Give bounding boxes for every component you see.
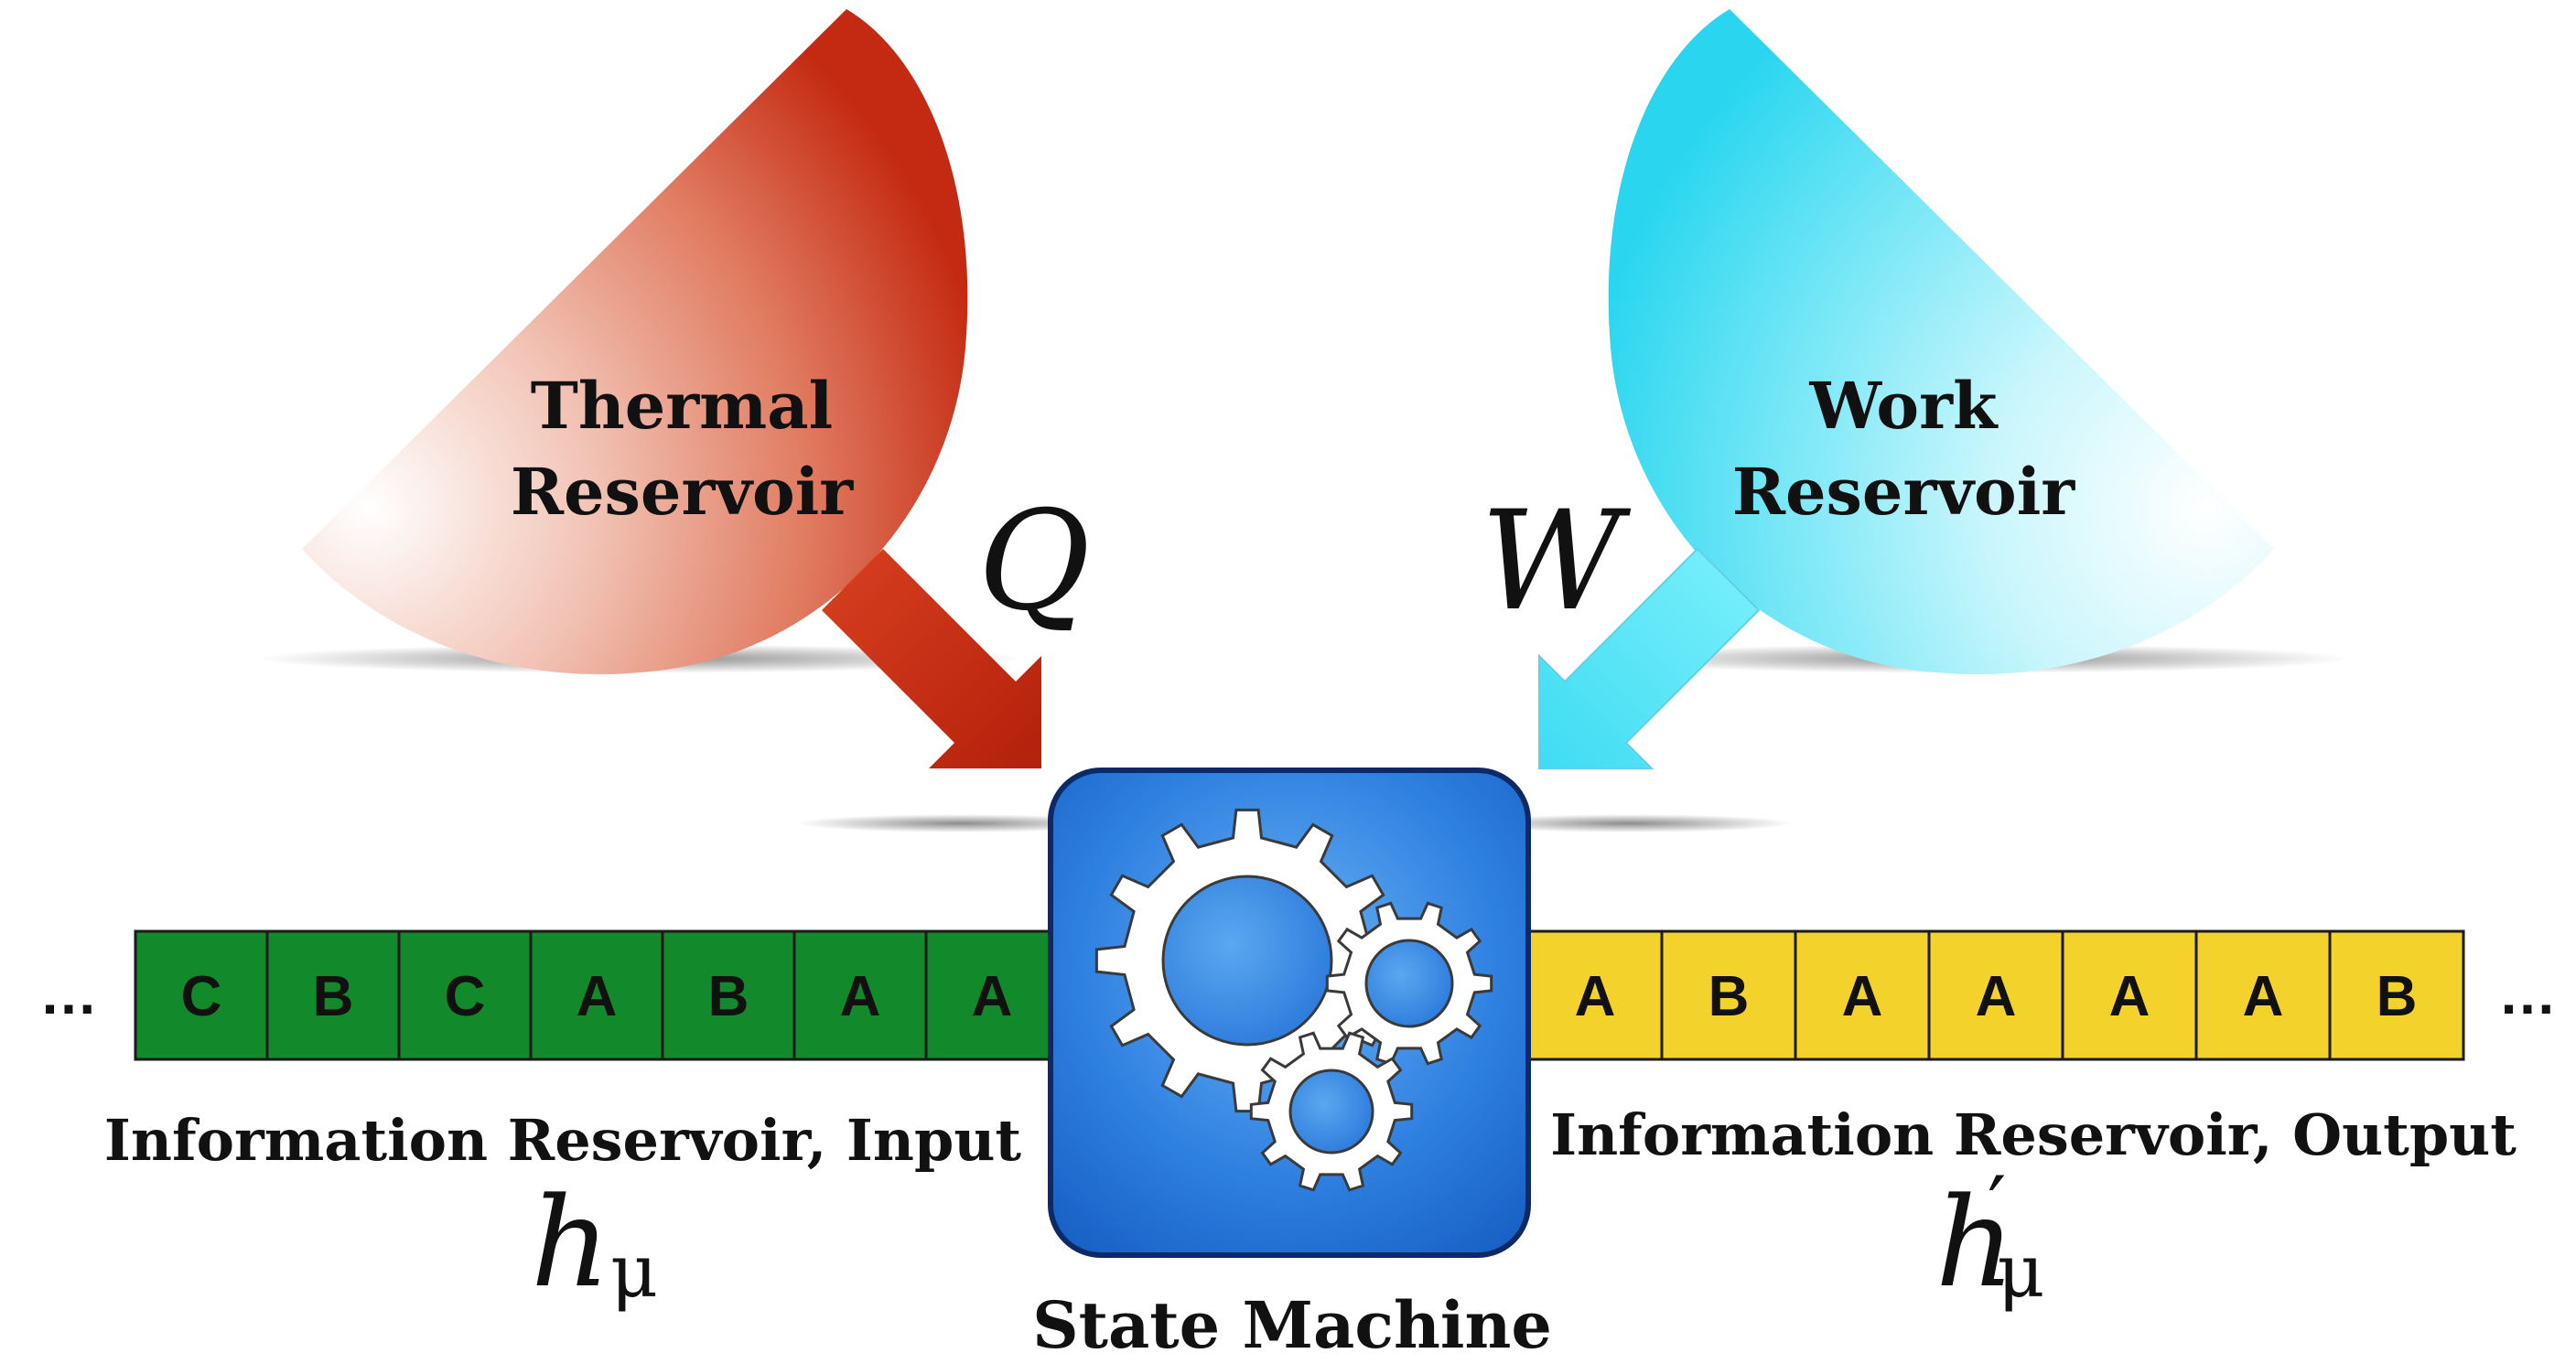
output_tape-cell xyxy=(1794,929,1931,1061)
box-shadow-left xyxy=(796,814,1126,832)
work-flow-arrow xyxy=(1538,547,1761,769)
output_tape-cell-symbol: B xyxy=(2377,965,2418,1028)
state-machine-label: State Machine xyxy=(1032,1287,1552,1363)
output-entropy-sub: μ xyxy=(1997,1229,2044,1314)
output_tape-cell-symbol: A xyxy=(2109,965,2150,1028)
work-reservoir-shape xyxy=(1608,9,2274,675)
work-reservoir-label-line1: Work xyxy=(1809,368,1999,444)
output-entropy-prime: ′ xyxy=(1988,1159,2006,1255)
output-entropy-base: h xyxy=(1935,1171,2015,1315)
input_tape-cell xyxy=(924,929,1060,1061)
output-reservoir-label: Information Reservoir, Output xyxy=(1550,1101,2517,1168)
thermal-reservoir-shape xyxy=(302,9,968,675)
box-shadow-right xyxy=(1464,814,1794,832)
output_tape-cell xyxy=(2061,929,2198,1061)
output_tape-cell xyxy=(2194,929,2332,1061)
input_tape-cell-symbol: A xyxy=(840,965,881,1028)
output_tape-cell xyxy=(2328,929,2465,1061)
input_tape-cell-symbol: B xyxy=(313,965,354,1028)
output_tape-cell-symbol: A xyxy=(1575,965,1616,1028)
input-entropy-rate: hμ xyxy=(531,1171,658,1315)
input-reservoir-label: Information Reservoir, Input xyxy=(104,1107,1022,1174)
thermal-reservoir-label-line1: Thermal xyxy=(531,368,833,444)
work-symbol: W xyxy=(1481,482,1632,641)
gear-hole xyxy=(1364,939,1454,1028)
heat-flow-arrow xyxy=(822,549,1041,768)
input_tape-cell-symbol: C xyxy=(445,965,486,1028)
output_tape-cell-symbol: A xyxy=(1842,965,1883,1028)
gear-hole xyxy=(1288,1069,1374,1155)
input-entropy-base: h xyxy=(531,1171,610,1315)
input_tape-cell-symbol: A xyxy=(577,965,618,1028)
input_tape-cell-symbol: B xyxy=(708,965,749,1028)
input-ellipsis: … xyxy=(39,961,98,1026)
input_tape-cell xyxy=(792,929,928,1061)
input_tape-cell-symbol: A xyxy=(972,965,1013,1028)
output_tape-cell-symbol: A xyxy=(1976,965,2017,1028)
output_tape-cell xyxy=(1526,929,1664,1061)
output_tape-cell-symbol: B xyxy=(1708,965,1750,1028)
output_tape-cell-symbol: A xyxy=(2243,965,2284,1028)
output-ellipsis: … xyxy=(2498,961,2557,1026)
heat-symbol: Q xyxy=(978,482,1091,641)
gears-icon xyxy=(1094,808,1493,1192)
input_tape-cell xyxy=(661,929,796,1061)
input_tape-cell xyxy=(134,929,269,1061)
output_tape-cell xyxy=(1927,929,2064,1061)
gear-hole xyxy=(1161,875,1333,1047)
output-entropy-rate: h′μ xyxy=(1935,1159,2044,1315)
thermal-reservoir-label-line2: Reservoir xyxy=(511,454,854,530)
input-entropy-sub: μ xyxy=(610,1229,658,1314)
input_tape-cell-symbol: C xyxy=(181,965,222,1028)
work-reservoir-label-line2: Reservoir xyxy=(1732,454,2075,530)
